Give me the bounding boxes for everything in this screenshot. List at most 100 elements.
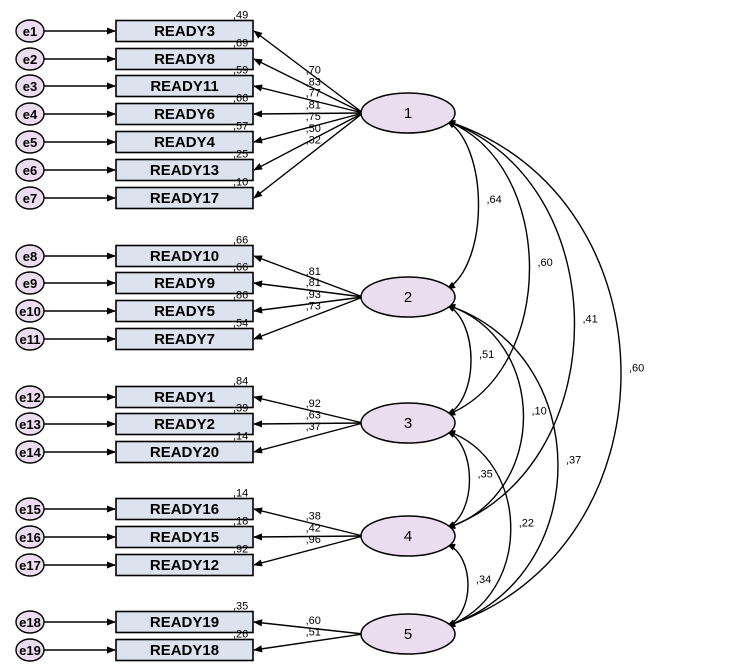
correlation-value: ,22 [519, 518, 534, 530]
error-node: e17 [15, 553, 45, 577]
indicator-node: READY20 [115, 440, 254, 464]
r-squared-value: ,18 [233, 516, 248, 528]
indicator-node: READY1 [115, 385, 254, 409]
factor-node: 3 [360, 402, 456, 444]
error-node: e8 [15, 244, 45, 268]
error-circle [15, 186, 45, 210]
loading-value: ,32 [306, 135, 321, 147]
indicator-box [115, 497, 254, 521]
factor-label: 4 [404, 528, 412, 545]
correlation-arc [446, 120, 480, 290]
error-node: e15 [15, 497, 45, 521]
indicator-node: READY4 [115, 130, 254, 154]
error-node: e7 [15, 186, 45, 210]
loading-value: ,77 [306, 88, 321, 100]
error-circle [15, 130, 45, 154]
loading-value: ,37 [306, 421, 321, 433]
loading-arrow [253, 112, 364, 199]
r-squared-value: ,54 [233, 318, 248, 330]
loading-arrow [253, 30, 364, 114]
error-node: e19 [15, 638, 45, 662]
correlation-value: ,60 [538, 257, 553, 269]
loading-value: ,50 [306, 123, 321, 135]
factor-ellipse [360, 402, 456, 444]
error-label: e12 [19, 390, 41, 405]
error-label: e3 [23, 79, 37, 94]
indicator-label: READY7 [154, 331, 215, 348]
error-circle [15, 525, 45, 549]
error-circle [15, 244, 45, 268]
indicator-label: READY16 [150, 501, 219, 518]
correlation-value: ,10 [532, 406, 547, 418]
indicator-label: READY5 [154, 303, 215, 320]
r-squared-value: ,39 [233, 403, 248, 415]
r-squared-value: ,49 [233, 10, 248, 22]
indicator-node: READY5 [115, 299, 254, 323]
indicator-node: READY17 [115, 186, 254, 210]
correlation-arc [446, 430, 512, 627]
error-circle [15, 299, 45, 323]
indicator-label: READY9 [154, 275, 215, 292]
r-squared-value: ,66 [233, 235, 248, 247]
loading-arrow [253, 420, 364, 428]
indicator-label: READY1 [154, 389, 215, 406]
indicator-node: READY6 [115, 102, 254, 126]
r-squared-value: ,84 [233, 376, 248, 388]
indicator-label: READY10 [150, 248, 219, 265]
correlation-arc [446, 430, 471, 529]
factor-label: 2 [404, 289, 412, 306]
indicator-node: READY12 [115, 553, 254, 577]
error-node: e12 [15, 385, 45, 409]
error-circle [15, 412, 45, 436]
error-node: e10 [15, 299, 45, 323]
error-node: e11 [15, 327, 45, 351]
indicator-box [115, 525, 254, 549]
error-label: e10 [19, 304, 41, 319]
indicator-node: READY11 [115, 74, 254, 98]
indicator-label: READY11 [150, 78, 218, 95]
indicator-node: READY10 [115, 244, 254, 268]
r-squared-value: ,35 [233, 601, 248, 613]
error-label: e16 [19, 530, 41, 545]
error-label: e2 [23, 52, 37, 67]
correlation-arc [446, 120, 622, 627]
loading-arrow [253, 507, 364, 537]
indicator-box [115, 327, 254, 351]
error-circle [15, 440, 45, 464]
error-label: e4 [23, 107, 38, 122]
indicator-box [115, 102, 254, 126]
error-node: e18 [15, 610, 45, 634]
indicator-box [115, 412, 254, 436]
factor-ellipse [360, 276, 456, 318]
factor-label: 5 [404, 626, 412, 643]
loading-arrow [253, 280, 364, 298]
indicator-node: READY13 [115, 158, 254, 182]
error-circle [15, 610, 45, 634]
indicator-box [115, 47, 254, 71]
loading-value: ,81 [306, 99, 321, 111]
loading-value: ,63 [306, 409, 321, 421]
indicator-node: READY2 [115, 412, 254, 436]
correlation-arc [446, 304, 525, 529]
error-label: e15 [19, 502, 41, 517]
loading-arrow [253, 296, 364, 340]
indicator-label: READY17 [150, 190, 219, 207]
loading-value: ,51 [306, 627, 321, 639]
indicator-label: READY6 [154, 106, 215, 123]
loading-value: ,42 [306, 522, 321, 534]
indicator-label: READY20 [150, 444, 219, 461]
r-squared-value: ,14 [233, 431, 248, 443]
factor-node: 4 [360, 515, 456, 557]
error-circle [15, 102, 45, 126]
error-label: e17 [19, 558, 41, 573]
indicator-label: READY8 [154, 51, 215, 68]
loading-arrow [253, 112, 364, 144]
factor-node: 1 [360, 92, 456, 134]
factor-label: 1 [404, 105, 412, 122]
indicator-node: READY18 [115, 638, 254, 662]
error-node: e6 [15, 158, 45, 182]
error-label: e8 [23, 249, 37, 264]
loading-value: ,38 [306, 511, 321, 523]
loading-value: ,81 [306, 266, 321, 278]
